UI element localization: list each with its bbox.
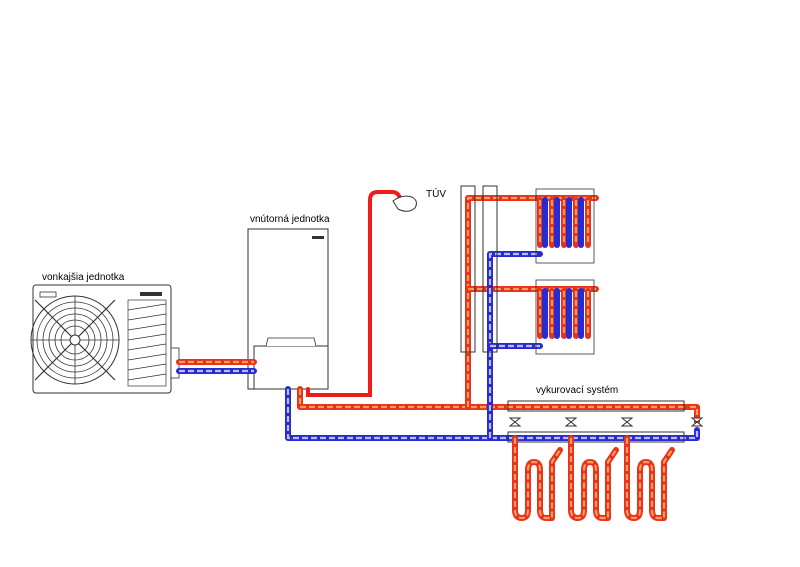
- dhw-pipe: [306, 190, 402, 397]
- brand-logo: [140, 292, 162, 296]
- dhw-label: TÚV: [426, 187, 446, 200]
- valve-icon: [690, 417, 704, 427]
- riser-left: [460, 185, 476, 353]
- floor-loop-1: [512, 435, 563, 521]
- brand-logo: [312, 236, 324, 239]
- outdoor-unit-label: vonkajšia jednotka: [42, 272, 125, 283]
- valve-icon: [564, 417, 578, 427]
- indoor-unit: [247, 228, 329, 390]
- outdoor-indoor-pipes: [176, 359, 257, 374]
- valve-icon: [508, 417, 522, 427]
- radiator-top: [535, 188, 595, 264]
- floor-loop-3: [624, 435, 675, 521]
- shower-head-icon: [392, 195, 417, 212]
- main-return-pipe: [285, 251, 700, 441]
- manifold-supply: [507, 400, 685, 412]
- floor-loop-2: [568, 435, 619, 521]
- heating-system-label: vykurovací systém: [536, 385, 618, 396]
- grille-icon: [127, 299, 167, 387]
- radiator-bottom: [535, 279, 595, 355]
- fan-icon: [30, 295, 120, 385]
- valves: [508, 417, 704, 427]
- outdoor-unit: [30, 284, 180, 394]
- riser-right: [482, 185, 498, 353]
- main-supply-pipe: [297, 195, 700, 425]
- indoor-unit-label: vnútorná jednotka: [250, 214, 330, 225]
- valve-icon: [620, 417, 634, 427]
- manifold-return: [507, 431, 685, 443]
